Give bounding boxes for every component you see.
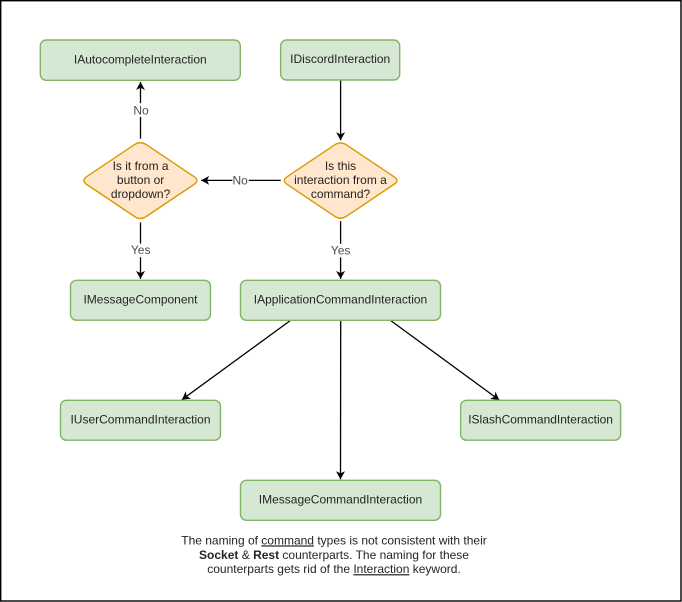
svg-text:Yes: Yes [331, 243, 351, 257]
svg-text:IApplicationCommandInteraction: IApplicationCommandInteraction [254, 293, 427, 307]
svg-text:command?: command? [311, 187, 371, 201]
svg-text:IAutocompleteInteraction: IAutocompleteInteraction [74, 52, 207, 66]
svg-text:counterparts gets rid of the I: counterparts gets rid of the Interaction… [207, 562, 461, 576]
svg-text:The naming of command types is: The naming of command types is not consi… [181, 533, 486, 547]
svg-text:ISlashCommandInteraction: ISlashCommandInteraction [468, 412, 613, 426]
svg-text:IMessageCommandInteraction: IMessageCommandInteraction [259, 493, 422, 507]
svg-text:Socket & Rest counterparts. Th: Socket & Rest counterparts. The naming f… [199, 548, 469, 562]
svg-text:Is this: Is this [325, 159, 356, 173]
svg-text:interaction from a: interaction from a [294, 173, 387, 187]
svg-text:Yes: Yes [131, 243, 151, 257]
svg-text:No: No [233, 174, 249, 188]
svg-text:IDiscordInteraction: IDiscordInteraction [290, 52, 390, 66]
svg-text:No: No [133, 103, 149, 117]
svg-text:IUserCommandInteraction: IUserCommandInteraction [70, 412, 210, 426]
svg-text:Is it from a: Is it from a [113, 159, 169, 173]
svg-text:IMessageComponent: IMessageComponent [83, 292, 198, 306]
svg-text:dropdown?: dropdown? [111, 187, 171, 201]
svg-text:button or: button or [117, 173, 164, 187]
